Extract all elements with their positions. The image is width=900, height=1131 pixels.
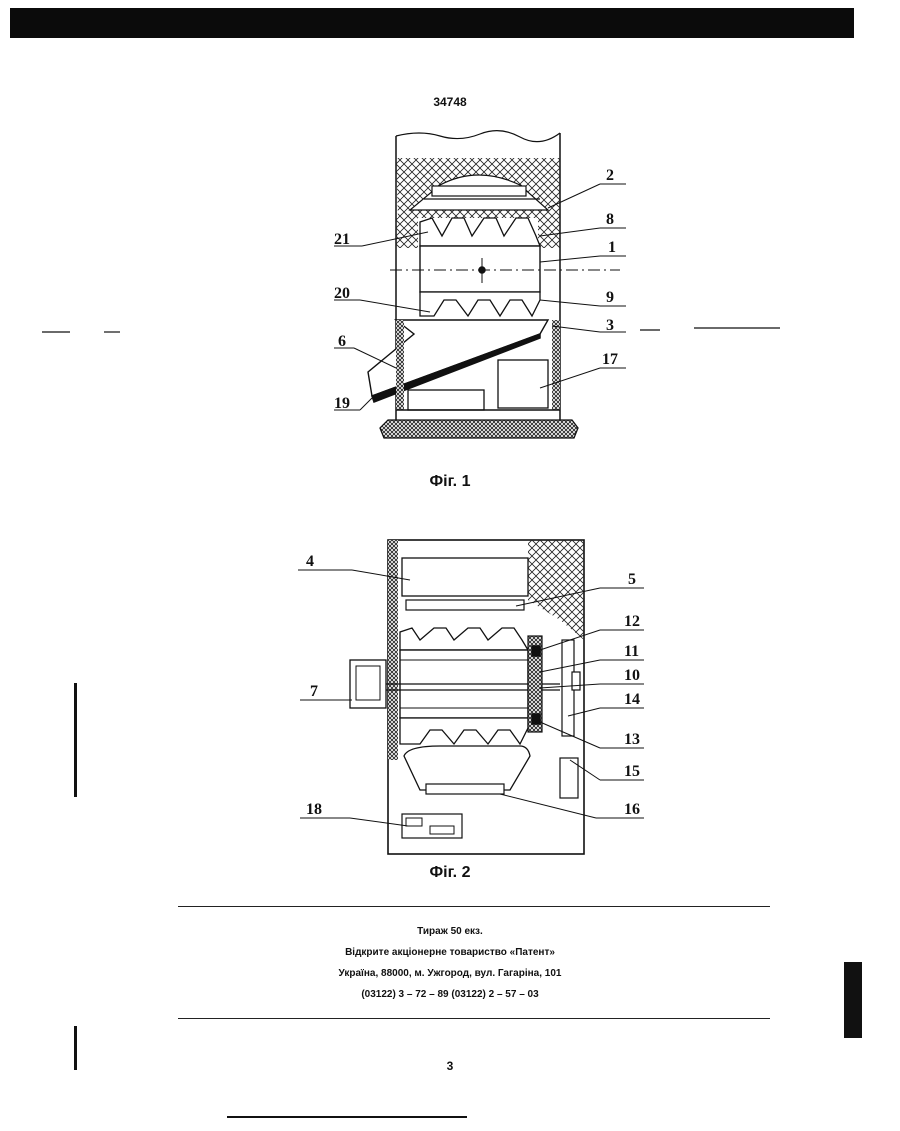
fig2-label-18: 18	[306, 801, 322, 818]
fig1-label-19: 19	[334, 395, 350, 412]
fig2-label-4: 4	[306, 553, 314, 570]
imprint-publisher: Відкрите акціонерне товариство «Патент»	[0, 947, 900, 958]
imprint-circulation: Тираж 50 екз.	[0, 926, 900, 937]
fig2-label-10: 10	[624, 667, 640, 684]
fig2-label-14: 14	[624, 691, 640, 708]
fig2-label-5: 5	[628, 571, 636, 588]
figure-2-drawing	[298, 540, 644, 854]
figure-1-caption: Фіг. 1	[0, 473, 900, 491]
fig2-label-12: 12	[624, 613, 640, 630]
fig2-label-13: 13	[624, 731, 640, 748]
fig1-label-20: 20	[334, 285, 350, 302]
figure-2-caption: Фіг. 2	[0, 864, 900, 882]
page-number: 3	[0, 1059, 900, 1073]
fig2-label-7: 7	[310, 683, 318, 700]
fig2-label-16: 16	[624, 801, 640, 818]
divider-top	[178, 906, 770, 907]
fig2-label-11: 11	[624, 643, 639, 660]
fig2-label-15: 15	[624, 763, 640, 780]
fig1-label-17: 17	[602, 351, 618, 368]
fig1-label-1: 1	[608, 239, 616, 256]
fig1-label-3: 3	[606, 317, 614, 334]
imprint-phones: (03122) 3 – 72 – 89 (03122) 2 – 57 – 03	[0, 989, 900, 1000]
fig1-label-9: 9	[606, 289, 614, 306]
divider-bottom	[178, 1018, 770, 1019]
figure-1-drawing	[42, 131, 780, 438]
fig1-label-8: 8	[606, 211, 614, 228]
fig1-label-2: 2	[606, 167, 614, 184]
fig1-label-6: 6	[338, 333, 346, 350]
fig1-label-21: 21	[334, 231, 350, 248]
imprint-address: Україна, 88000, м. Ужгород, вул. Гагарін…	[0, 968, 900, 979]
